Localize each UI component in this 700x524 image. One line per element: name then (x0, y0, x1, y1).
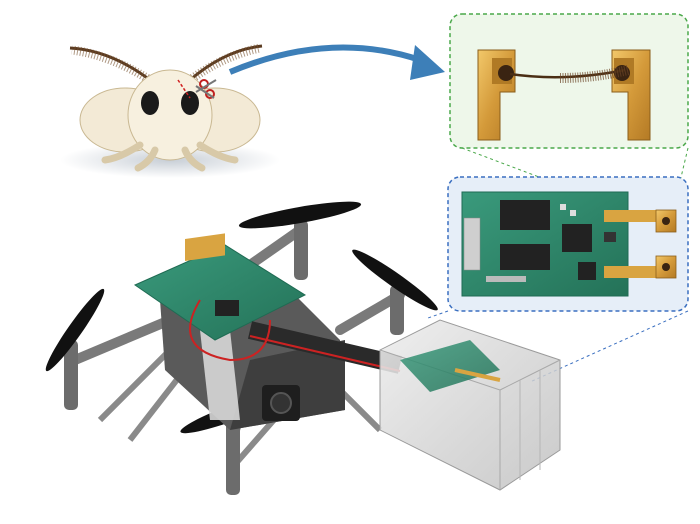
scissors-icon (195, 79, 217, 99)
moth-icon (60, 43, 280, 178)
chamber-icon (379, 319, 561, 491)
circuit-board-icon (447, 176, 689, 312)
curved-arrow-icon (228, 44, 445, 80)
drone-icon (45, 201, 438, 495)
electrode-icon (449, 13, 689, 149)
